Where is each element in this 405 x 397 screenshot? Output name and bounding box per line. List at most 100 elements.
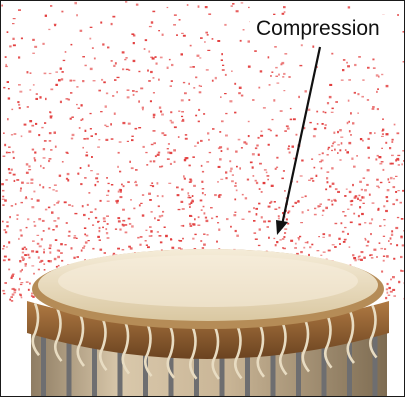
air-particle [195, 77, 197, 79]
air-particle [153, 92, 155, 94]
air-particle [354, 259, 356, 261]
air-particle [121, 184, 123, 186]
air-particle [32, 53, 35, 54]
air-particle [19, 107, 21, 109]
air-particle [122, 249, 125, 250]
air-particle [44, 73, 47, 75]
air-particle [391, 141, 393, 143]
air-particle [339, 159, 341, 161]
air-particle [100, 200, 102, 202]
air-particle [12, 38, 14, 40]
air-particle [240, 40, 242, 42]
air-particle [60, 101, 62, 103]
air-particle [287, 223, 289, 225]
air-particle [183, 82, 185, 83]
air-particle [337, 131, 339, 133]
air-particle [135, 184, 137, 186]
air-particle [271, 72, 273, 73]
air-particle [84, 245, 86, 247]
air-particle [269, 202, 271, 204]
air-particle [194, 234, 196, 235]
air-particle [118, 191, 120, 193]
air-particle [252, 153, 255, 155]
air-particle [319, 154, 321, 155]
air-particle [350, 134, 352, 136]
air-particle [120, 189, 122, 191]
air-particle [4, 199, 7, 201]
air-particle [31, 125, 34, 127]
air-particle [95, 184, 97, 186]
air-particle [41, 238, 43, 240]
air-particle [254, 50, 257, 52]
air-particle [377, 209, 379, 211]
air-particle [350, 112, 352, 114]
air-particle [217, 40, 220, 42]
air-particle [3, 293, 5, 294]
air-particle [328, 250, 331, 252]
air-particle [140, 88, 143, 90]
air-particle [324, 127, 326, 129]
air-particle [95, 133, 97, 135]
air-particle [106, 232, 108, 234]
air-particle [5, 231, 7, 233]
air-particle [94, 58, 96, 60]
air-particle [225, 113, 227, 114]
air-particle [200, 140, 203, 142]
air-particle [329, 96, 332, 98]
air-particle [185, 138, 188, 140]
air-particle [261, 131, 263, 133]
air-particle [171, 247, 174, 249]
air-particle [362, 140, 364, 142]
air-particle [39, 184, 41, 186]
air-particle [235, 151, 238, 153]
air-particle [233, 214, 236, 216]
air-particle [282, 238, 285, 240]
air-particle [358, 195, 360, 197]
air-particle [194, 218, 196, 220]
air-particle [392, 289, 395, 291]
air-particle [99, 230, 101, 232]
air-particle [335, 101, 338, 103]
air-particle [364, 238, 366, 239]
air-particle [2, 290, 4, 292]
air-particle [35, 123, 37, 125]
air-particle [288, 210, 290, 212]
air-particle [268, 56, 270, 58]
air-particle [159, 215, 162, 217]
air-particle [383, 256, 385, 258]
air-particle [369, 132, 371, 134]
air-particle [288, 145, 290, 147]
air-particle [222, 69, 225, 70]
air-particle [39, 96, 41, 98]
air-particle [268, 129, 271, 131]
air-particle [125, 1, 127, 2]
air-particle [132, 90, 135, 92]
air-particle [50, 149, 52, 151]
air-particle [299, 65, 302, 66]
air-particle [253, 220, 256, 222]
air-particle [32, 240, 35, 242]
air-particle [73, 80, 76, 82]
air-particle [356, 155, 358, 156]
air-particle [300, 222, 303, 223]
air-particle [13, 18, 16, 19]
air-particle [33, 221, 35, 223]
air-particle [161, 114, 164, 116]
air-particle [177, 194, 180, 196]
air-particle [107, 47, 109, 49]
air-particle [309, 122, 311, 123]
air-particle [307, 209, 309, 211]
air-particle [29, 283, 31, 285]
air-particle [95, 208, 97, 210]
air-particle [42, 220, 45, 222]
air-particle [50, 89, 53, 91]
air-particle [352, 184, 354, 186]
air-particle [80, 167, 82, 169]
air-particle [85, 241, 88, 243]
air-particle [385, 297, 387, 299]
air-particle [98, 90, 101, 92]
air-particle [199, 57, 201, 58]
air-particle [85, 65, 87, 67]
air-particle [71, 117, 74, 118]
